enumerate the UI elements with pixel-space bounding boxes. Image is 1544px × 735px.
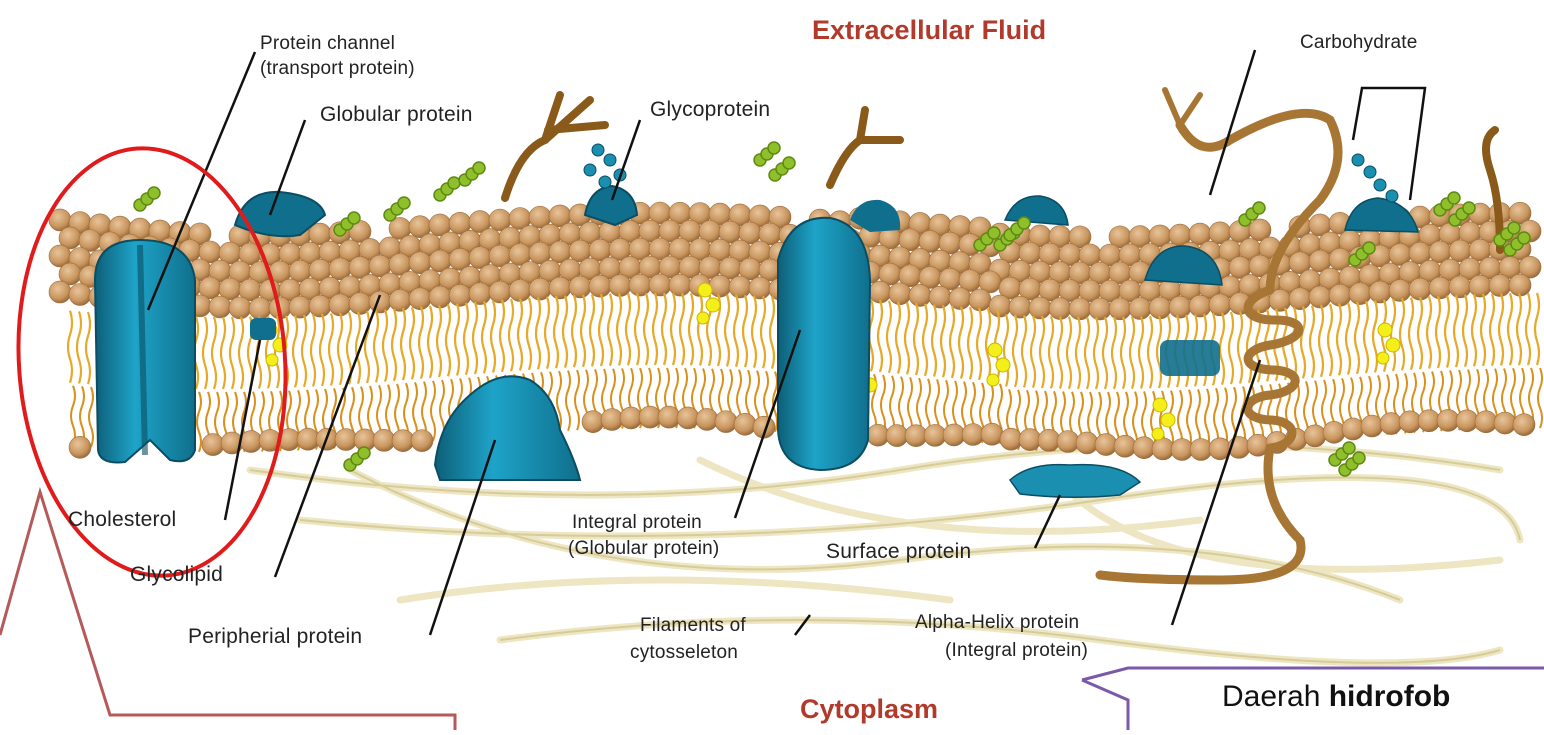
extracellular-fluid-title: Extracellular Fluid — [812, 15, 1046, 46]
label-surface-protein: Surface protein — [826, 540, 971, 564]
label-cytoskeleton: cytosseleton — [630, 642, 738, 663]
surface-protein-shape — [1010, 465, 1140, 498]
label-integral-protein: Integral protein — [572, 512, 702, 533]
label-globular-protein: Globular protein — [320, 103, 473, 127]
label-filaments-of: Filaments of — [640, 615, 746, 636]
cytoplasm-title: Cytoplasm — [800, 694, 938, 725]
label-integral-globular: (Globular protein) — [568, 538, 719, 559]
label-alpha-helix: Alpha-Helix protein — [915, 612, 1079, 633]
callout-prefix: Daerah — [1222, 680, 1329, 713]
label-glycolipid: Glycolipid — [130, 563, 223, 587]
label-cholesterol: Cholesterol — [68, 508, 176, 532]
label-glycoprotein: Glycoprotein — [650, 98, 770, 122]
label-carbohydrate: Carbohydrate — [1300, 32, 1418, 53]
label-protein-channel: Protein channel — [260, 33, 395, 54]
integral-protein-shape — [778, 218, 870, 470]
callout-bold: hidrofob — [1329, 680, 1451, 713]
callout-hydrophobic-text: Daerah hidrofob — [1222, 680, 1450, 714]
label-peripheral-protein: Peripherial protein — [188, 625, 362, 649]
label-transport-protein: (transport protein) — [260, 58, 415, 79]
label-alpha-helix-integral: (Integral protein) — [945, 640, 1088, 661]
glycoprotein-branches — [584, 144, 1398, 202]
